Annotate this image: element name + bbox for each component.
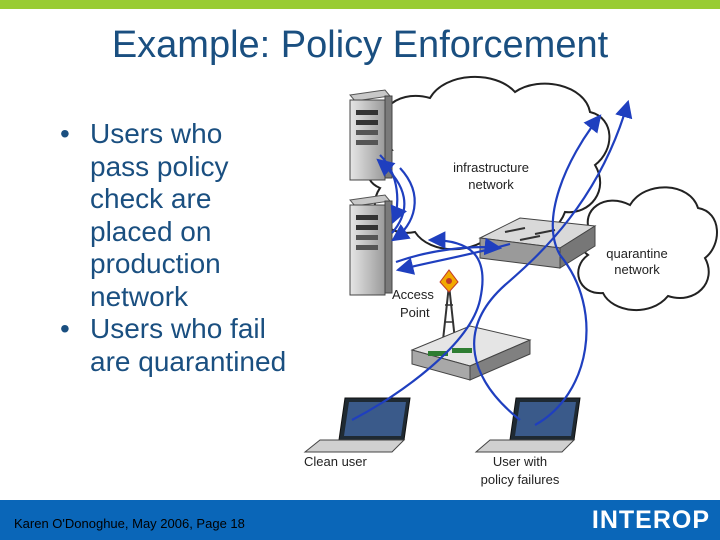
server-icon: [349, 194, 393, 296]
laptop-icon: [303, 397, 411, 453]
footer-caption: Karen O'Donoghue, May 2006, Page 18: [14, 516, 245, 531]
router-icon: [410, 325, 532, 381]
laptop-icon: [474, 397, 581, 453]
flow-arrow: [395, 242, 511, 275]
network-diagram: infrastructure network quarantine networ…: [303, 75, 718, 487]
infrastructure-label-line2: network: [468, 177, 514, 192]
quarantine-label-line1: quarantine: [606, 246, 667, 261]
access-point-icon: [439, 269, 459, 341]
slide-title: Example: Policy Enforcement: [111, 24, 609, 66]
flow-arrow: [351, 231, 484, 421]
access-point-label-line2: Point: [400, 305, 430, 320]
interop-logo: INTEROP: [591, 506, 710, 534]
bullet-text: Users who pass policy check are placed o…: [90, 118, 229, 312]
flow-arrow: [534, 114, 602, 426]
footer-bar: [0, 500, 720, 540]
top-accent-bar: [0, 0, 720, 9]
bullet-item: • Users who pass policy check are placed…: [58, 118, 288, 313]
quarantine-cloud: [577, 186, 718, 311]
clean-user-label: Clean user: [304, 454, 368, 469]
bullet-list: • Users who pass policy check are placed…: [58, 118, 288, 378]
bullet-item: • Users who fail are quarantined: [58, 313, 288, 378]
bullet-text: Users who fail are quarantined: [90, 313, 287, 377]
bullet-marker: •: [60, 313, 70, 344]
infrastructure-label-line1: infrastructure: [453, 160, 529, 175]
failed-user-label-line1: User with: [493, 454, 547, 469]
quarantine-label-line2: network: [614, 262, 660, 277]
flow-arrow: [379, 154, 407, 225]
flow-arrow: [473, 99, 633, 421]
bullet-marker: •: [60, 118, 70, 149]
failed-user-label-line2: policy failures: [481, 472, 560, 487]
access-point-label-line1: Access: [392, 287, 434, 302]
flow-arrow: [391, 167, 416, 242]
flow-arrow: [376, 158, 406, 234]
